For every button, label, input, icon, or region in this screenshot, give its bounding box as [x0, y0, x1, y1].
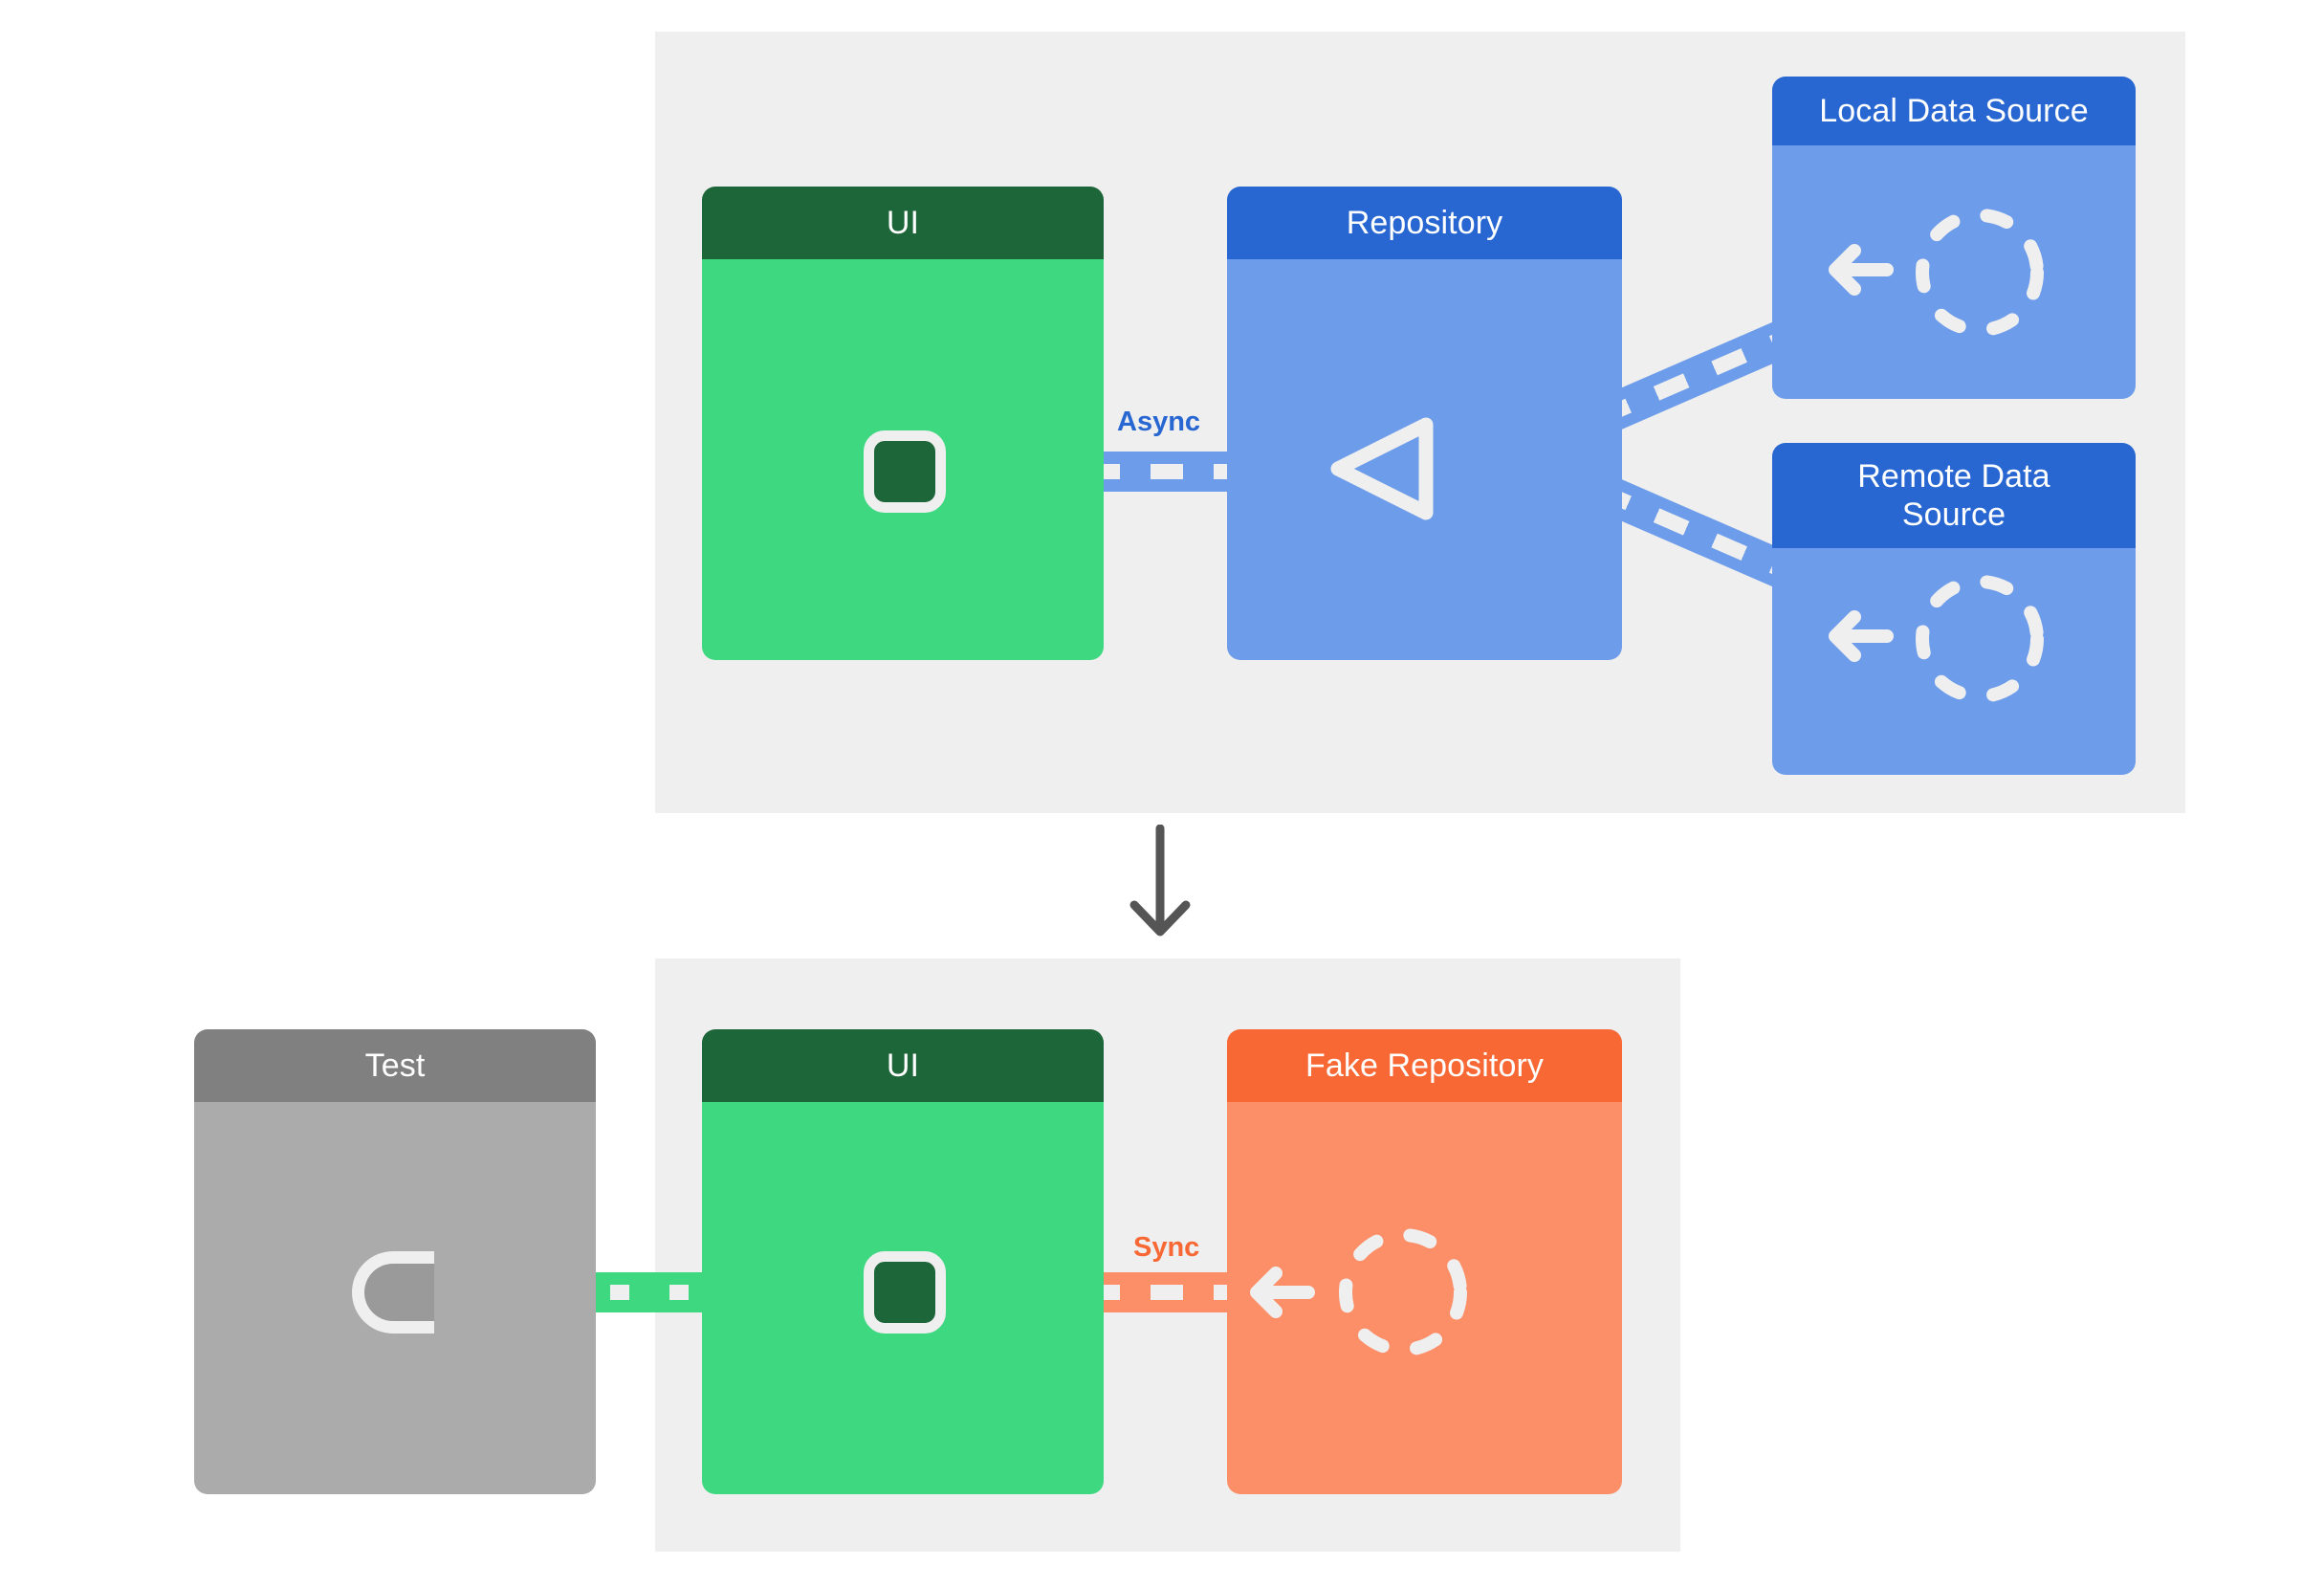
triangle-left-icon	[1330, 417, 1434, 520]
arrow-left-icon	[1829, 610, 1894, 662]
connector-label-async: Async	[1117, 407, 1201, 437]
dashed-circle-icon	[1916, 209, 2044, 337]
card-remote-data-source-title-line1: Remote Data	[1857, 457, 2050, 495]
card-fake-repository-title: Fake Repository	[1227, 1029, 1622, 1102]
d-socket-port-icon	[352, 1251, 434, 1334]
card-ui-production[interactable]: UI	[702, 187, 1104, 660]
dashed-circle-icon	[1916, 575, 2044, 703]
card-test-title: Test	[194, 1029, 596, 1102]
card-remote-data-source-title: Remote Data Source	[1772, 443, 2136, 548]
arrow-down-icon	[1129, 825, 1191, 937]
card-remote-data-source-title-line2: Source	[1901, 496, 2006, 533]
arrow-left-icon	[1250, 1267, 1315, 1318]
card-repository-title: Repository	[1227, 187, 1622, 259]
card-ui-test-title: UI	[702, 1029, 1104, 1102]
rounded-square-port-icon	[864, 430, 946, 513]
card-fake-repository[interactable]: Fake Repository	[1227, 1029, 1622, 1494]
arrow-left-icon	[1829, 244, 1894, 296]
card-local-data-source-title: Local Data Source	[1772, 77, 2136, 145]
card-ui-production-title: UI	[702, 187, 1104, 259]
connector-label-sync: Sync	[1133, 1232, 1200, 1263]
rounded-square-port-icon	[864, 1251, 946, 1334]
dashed-circle-icon	[1339, 1228, 1467, 1356]
